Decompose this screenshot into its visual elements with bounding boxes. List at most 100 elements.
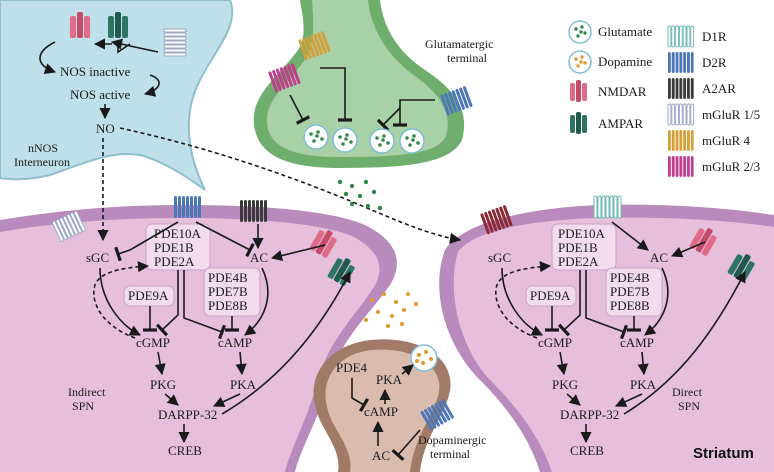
indirect-darpp-to-ampar [221, 271, 351, 415]
direct-pkg-label: PKG [552, 377, 578, 392]
nmdar-receptor-nnos [70, 12, 90, 38]
legend-d1r-label: D1R [702, 29, 727, 44]
mglur23-inhibit [289, 94, 311, 125]
indirect-pka-to-darpp [212, 393, 241, 407]
direct-pde9a-label: PDE9A [530, 288, 571, 303]
direct-sgc-label: sGC [488, 250, 511, 265]
dopa-pde4-inhibit [351, 378, 369, 413]
dopa-title-line1: Dopaminergic [418, 433, 486, 447]
direct-cgmp-label: cGMP [538, 335, 572, 350]
direct-darpp-to-ampar [623, 271, 746, 415]
glutamate-vesicle-4 [399, 128, 425, 154]
legend-d2r-label: D2R [702, 55, 727, 70]
indirect-pde-a-1: PDE10A [154, 226, 202, 241]
nmdar-receptor-direct [689, 228, 717, 256]
nmdar-to-nos-arrow [39, 41, 57, 74]
legend-d2r-icon [668, 52, 694, 73]
indirect-title-line1: Indirect [68, 385, 106, 399]
indirect-pdea-inhibit-cgmp [155, 270, 179, 337]
direct-pde9a-box [525, 285, 577, 307]
mglur-to-nos-arrow [110, 38, 159, 53]
nnos-title-line2: Interneuron [14, 155, 70, 169]
a2ar-receptor-indirect [240, 200, 267, 222]
legend-a2ar-label: A2AR [702, 81, 736, 96]
direct-ac-label: AC [650, 250, 668, 265]
indirect-d2r-inhibit-ac [195, 221, 255, 258]
legend-nmdar-label: NMDAR [598, 84, 647, 99]
direct-title-line2: SPN [678, 399, 700, 413]
indirect-sgc-to-cgmp [99, 267, 142, 336]
glutamatergic-terminal [253, 0, 465, 168]
direct-pde-b-1: PDE4B [610, 270, 650, 285]
legend-glutamate-label: Glutamate [598, 24, 652, 39]
glut-title-line1: Glutamatergic [425, 37, 493, 51]
direct-pde-b-3: PDE8B [610, 298, 650, 313]
legend: Glutamate Dopamine NMDAR AMPAR D1R D2R A… [568, 20, 760, 177]
legend-ampar-icon [570, 112, 587, 134]
ampar-receptor-nnos [108, 12, 128, 38]
nnos-title-line1: nNOS [28, 141, 58, 155]
released-dopamine [364, 292, 418, 328]
indirect-nmdar-to-ac [270, 244, 326, 262]
no-to-direct-sgc-arrow [119, 127, 462, 244]
indirect-creb-label: CREB [168, 443, 202, 458]
direct-pka-to-darpp [614, 393, 643, 407]
indirect-ac-label: AC [250, 250, 268, 265]
mglur4-inhibit [320, 67, 353, 122]
direct-title-line1: Direct [672, 385, 703, 399]
indirect-pde-b-1: PDE4B [208, 270, 248, 285]
dopa-pka-label: PKA [376, 372, 403, 387]
indirect-camp-label: cAMP [218, 335, 252, 350]
nos-active-label: NOS active [70, 87, 131, 102]
legend-a2ar-icon [668, 78, 694, 99]
dopa-pka-to-vesicle-arrow [401, 364, 414, 376]
legend-mglur15-label: mGluR 1/5 [702, 107, 760, 122]
nos-inactive-label: NOS inactive [60, 64, 131, 79]
legend-mglur23-icon [668, 156, 694, 177]
dopa-title-line2: terminal [430, 447, 471, 461]
direct-nmdar-to-ac [670, 241, 706, 258]
mglur15-receptor-nnos [163, 28, 187, 57]
indirect-cgmp-to-pkg [154, 351, 166, 376]
direct-pde-a-3: PDE2A [558, 254, 599, 269]
indirect-camp-to-pka [235, 351, 247, 376]
indirect-pde-b-3: PDE8B [208, 298, 248, 313]
indirect-ac-to-camp [244, 267, 269, 336]
d1r-receptor-direct [593, 195, 622, 219]
indirect-darpp-label: DARPP-32 [158, 407, 217, 422]
dopa-pde4-label: PDE4 [336, 360, 368, 375]
indirect-pkg-label: PKG [150, 377, 176, 392]
direct-pka-label: PKA [630, 377, 657, 392]
direct-camp-label: cAMP [620, 335, 654, 350]
glutamate-vesicle-1 [303, 124, 329, 150]
indirect-sgc-dashed [93, 261, 150, 339]
nmdar-receptor-indirect [309, 230, 337, 258]
direct-pkg-to-darpp [566, 393, 581, 406]
legend-mglur4-icon [668, 130, 694, 151]
legend-mglur15-icon [667, 103, 695, 126]
dopa-d2r-inhibit [391, 429, 421, 461]
indirect-pkg-to-darpp [164, 393, 179, 406]
indirect-sgc-label: sGC [86, 250, 109, 265]
direct-sgc-dashed [495, 261, 552, 339]
direct-pdea-inhibit-cgmp [557, 270, 581, 337]
indirect-cgmp-label: cGMP [136, 335, 170, 350]
indirect-pde-b-2: PDE7B [208, 284, 248, 299]
direct-pde-a-1: PDE10A [558, 226, 606, 241]
legend-dopamine-label: Dopamine [598, 54, 652, 69]
indirect-mglur-inhibit-sgc [114, 221, 179, 262]
legend-mglur23-label: mGluR 2/3 [702, 159, 760, 174]
indirect-spn-cell [0, 205, 397, 472]
dopa-ac-label: AC [372, 448, 390, 463]
direct-camp-to-pka [637, 351, 649, 376]
legend-mglur4-label: mGluR 4 [702, 133, 751, 148]
indirect-pde-a-2: PDE1B [154, 240, 194, 255]
indirect-pde9a-box [123, 285, 175, 307]
indirect-title-line2: SPN [72, 399, 94, 413]
indirect-pka-label: PKA [230, 377, 257, 392]
d2r-receptor-indirect [174, 196, 201, 218]
dopamine-vesicle [410, 344, 438, 372]
glutamate-vesicle-3 [369, 128, 395, 154]
indirect-pde-a-3: PDE2A [154, 254, 195, 269]
